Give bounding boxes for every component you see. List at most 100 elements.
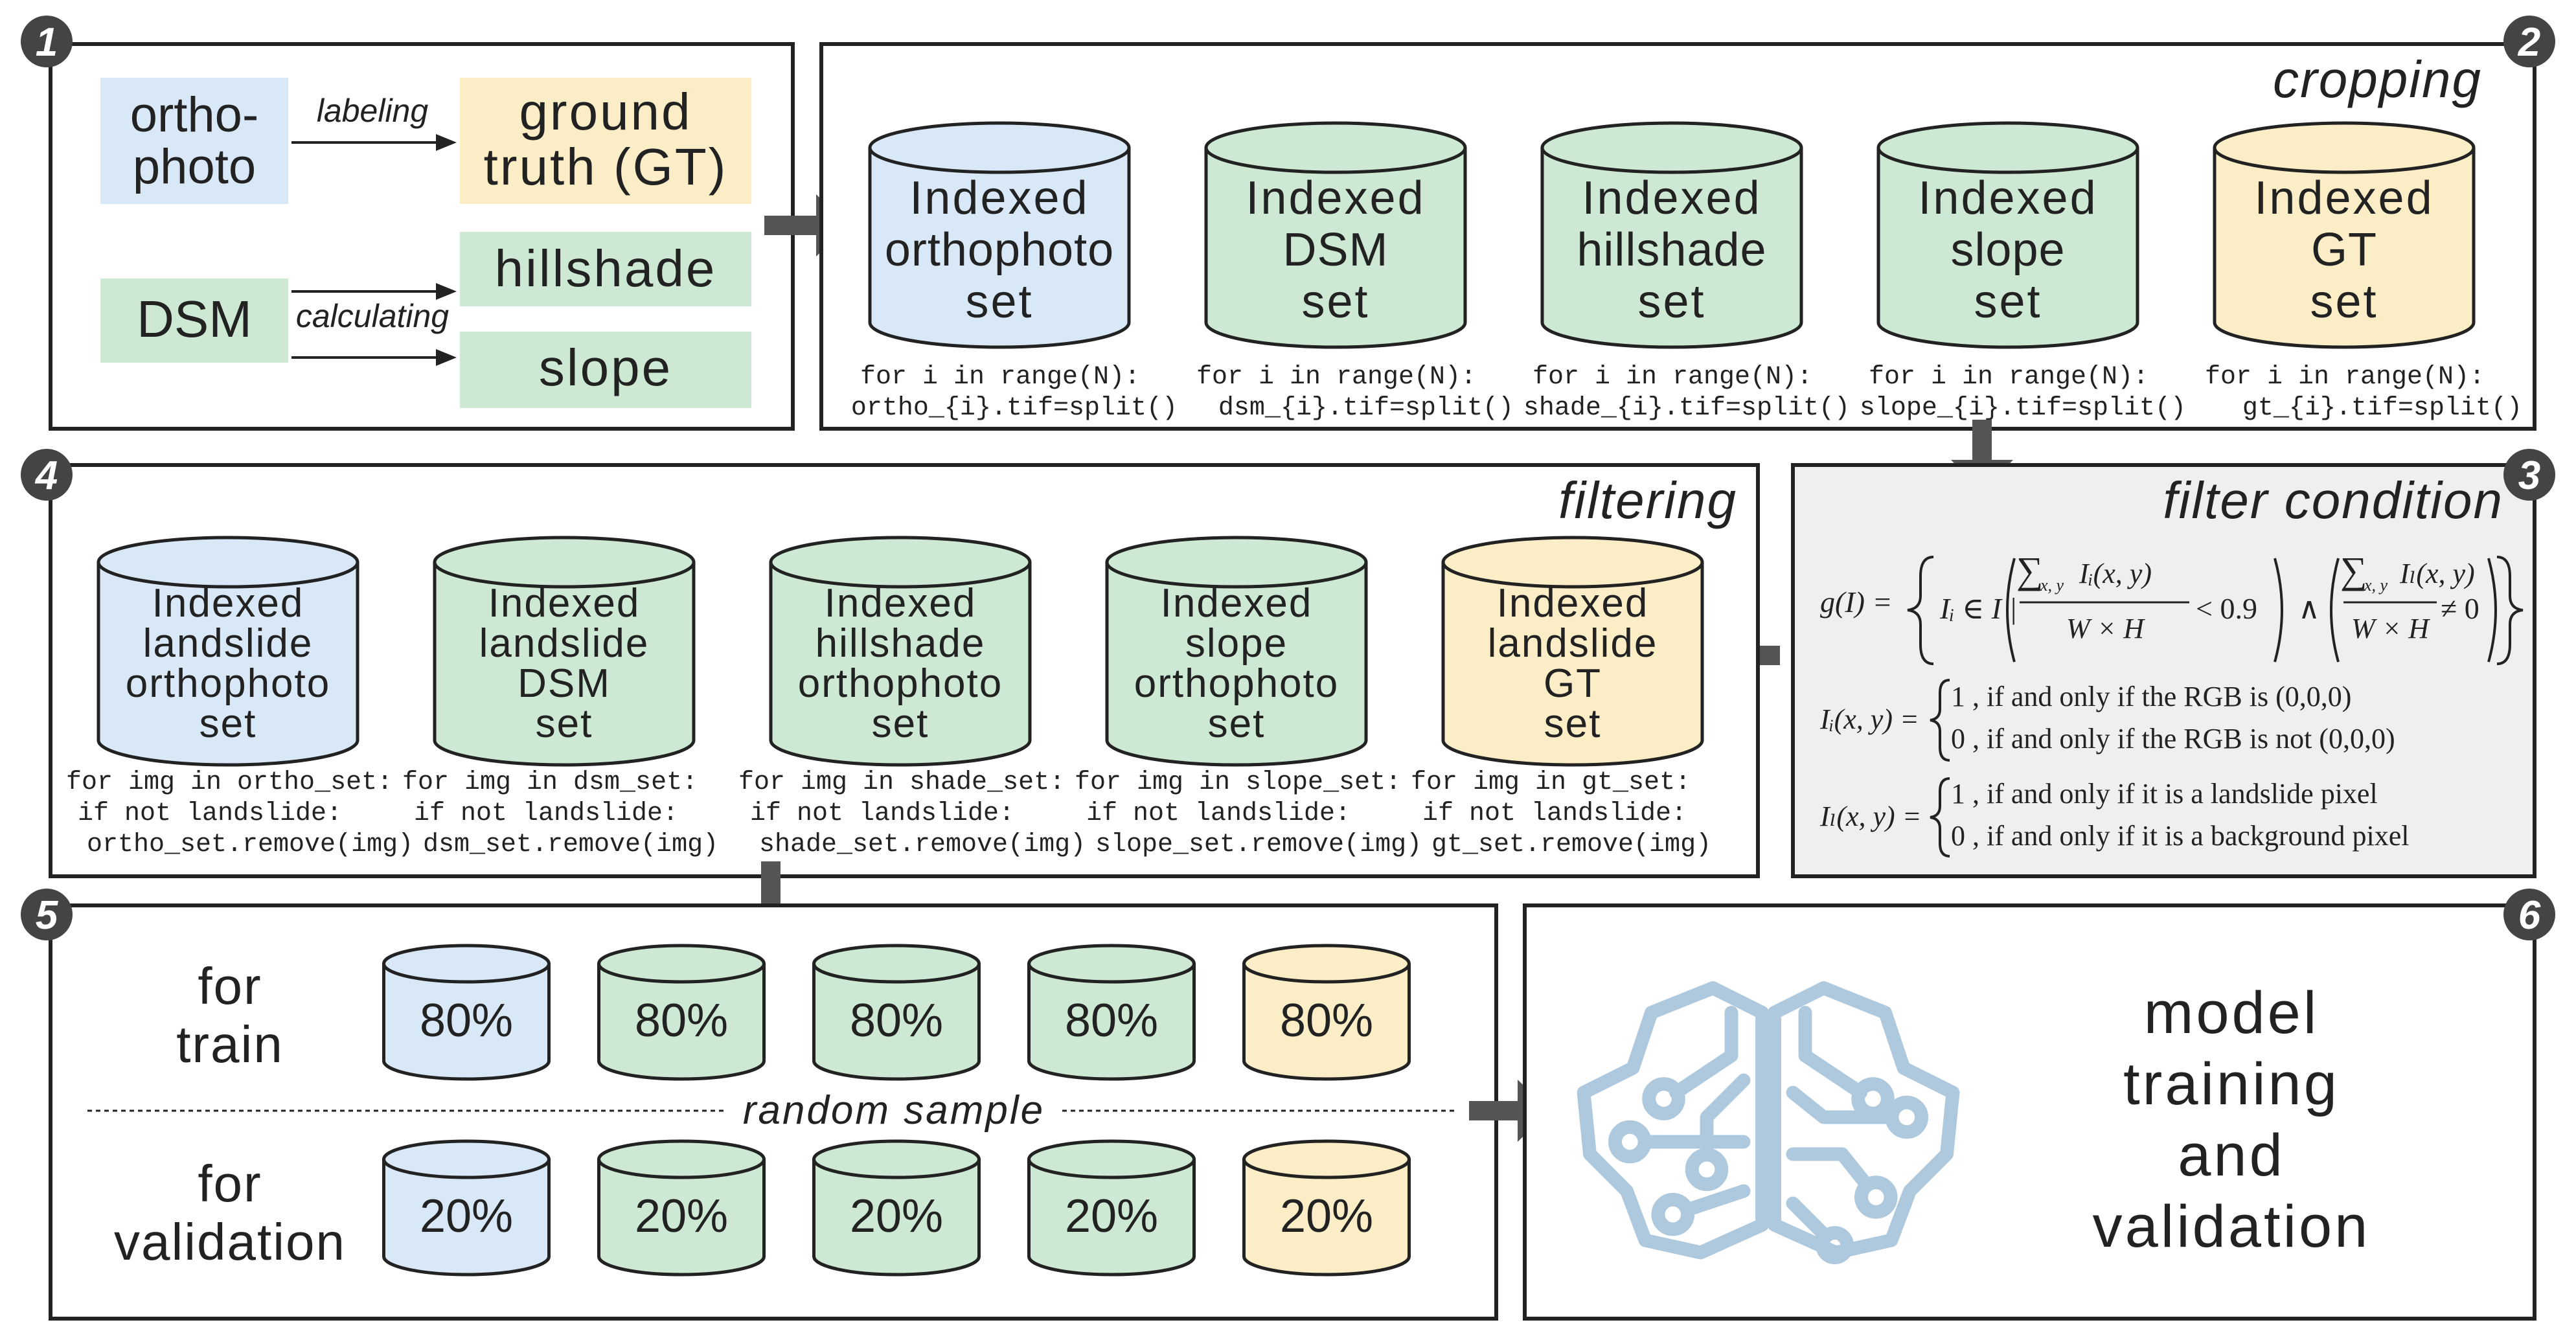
train-cylinder-1-body (382, 964, 551, 1081)
validation-cylinder-3-top (812, 1139, 981, 1179)
model-label-1: model (2144, 980, 2320, 1046)
panel-3-number-circle (2503, 449, 2555, 501)
filtering-set-3-top (769, 536, 1032, 589)
filtering-set-4-line-4: set (1208, 701, 1266, 746)
panel-3 (1791, 463, 2536, 878)
panel-4-number-circle (21, 449, 73, 501)
validation-label-1: for (198, 1155, 262, 1212)
labeling-arrow-head (436, 134, 457, 151)
eq-g-num-2: Iₗ(x, y) (2399, 558, 2475, 589)
ground-truth-label-2: truth (GT) (484, 138, 728, 196)
cropping-set-5-code-1: for i in range(N): (2205, 363, 2485, 392)
filtering-set-1-line-1: Indexed (152, 581, 304, 626)
filtering-set-5-body (1441, 562, 1704, 767)
brain-circuit-icon (1584, 988, 1953, 1258)
cropping-set-5-line-3: set (2310, 276, 2378, 328)
panel-4-number: 4 (34, 453, 58, 498)
validation-pct-2: 20% (635, 1190, 728, 1242)
eq-ii-case-2: 0 , if and only if the RGB is not (0,0,0… (1951, 723, 2395, 755)
filtering-set-5-code-3: gt_set.remove(img) (1431, 830, 1711, 859)
cropping-set-5-code-2: gt_{i}.tif=split() (2242, 394, 2522, 423)
cropping-set-4-code-2: slope_{i}.tif=split() (1860, 394, 2186, 423)
panel-5-number-circle (21, 889, 73, 940)
filtering-set-2-code-3: dsm_set.remove(img) (423, 830, 718, 859)
eq-g-ne: ≠ 0 (2441, 592, 2479, 625)
cropping-set-1-code-2: ortho_{i}.tif=split() (851, 394, 1178, 423)
eq-g-lt: < 0.9 (2196, 592, 2257, 625)
cropping-set-4-line-3: set (1974, 276, 2042, 328)
hillshade-arrow-head (436, 283, 457, 300)
panel-3-number: 3 (2518, 453, 2540, 498)
train-cylinder-3 (812, 944, 981, 1081)
cropping-set-1-line-1: Indexed (909, 172, 1089, 224)
filtering-set-2-code-2: if not landslide: (414, 799, 678, 828)
hillshade-box (460, 232, 751, 306)
train-cylinder-4-body (1027, 964, 1196, 1081)
filtering-set-5-top (1441, 536, 1704, 589)
filtering-set-5-code-2: if not landslide: (1422, 799, 1687, 828)
filtering-set-4-top (1105, 536, 1368, 589)
filtering-set-1-top (97, 536, 359, 589)
validation-cylinder-3 (812, 1139, 981, 1277)
filtering-set-2-top (433, 536, 696, 589)
validation-pct-3: 20% (850, 1190, 943, 1242)
panel-5-number: 5 (36, 893, 59, 938)
train-pct-4: 80% (1065, 995, 1158, 1047)
cropping-set-2-top (1204, 121, 1467, 174)
ground-truth-label-1: ground (519, 83, 692, 141)
eq-g-den-1: W × H (2066, 613, 2145, 644)
cropping-set-5-top (2213, 121, 2476, 174)
validation-pct-1: 20% (420, 1190, 513, 1242)
filtering-set-2-line-4: set (536, 701, 593, 746)
eq-g-den-2: W × H (2351, 613, 2430, 644)
validation-cylinder-1-body (382, 1159, 551, 1277)
eq-g-sum-1: ∑ (2016, 549, 2043, 591)
validation-cylinder-4-top (1027, 1139, 1196, 1179)
validation-cylinder-1-top (382, 1139, 551, 1179)
train-label-2: train (176, 1016, 284, 1073)
filtering-set-1-code-3: ortho_set.remove(img) (87, 830, 413, 859)
filtering-title: filtering (1558, 471, 1737, 529)
eq-g-name: g(I) = (1820, 585, 1893, 619)
eq-il-case-1: 1 , if and only if it is a landslide pix… (1951, 778, 2378, 810)
train-cylinder-2-body (597, 964, 766, 1081)
orthophoto-label-1: ortho- (130, 87, 259, 142)
filtering-set-4 (1105, 536, 1368, 767)
cropping-set-2-body (1204, 148, 1467, 349)
filtering-set-3-line-2: hillshade (815, 621, 986, 666)
cropping-set-2-line-2: DSM (1283, 224, 1389, 276)
filtering-set-2-code-1: for img in dsm_set: (402, 768, 698, 797)
slope-box (460, 332, 751, 408)
validation-cylinder-2-top (597, 1139, 766, 1179)
filtering-set-2-line-3: DSM (518, 661, 611, 706)
filtering-set-1 (97, 536, 359, 767)
panel-1-number-circle (21, 16, 73, 67)
cropping-set-2 (1204, 121, 1467, 349)
cropping-set-2-code-1: for i in range(N): (1196, 363, 1476, 392)
cropping-set-2-code-2: dsm_{i}.tif=split() (1218, 394, 1514, 423)
filtering-set-4-line-3: orthophoto (1134, 661, 1339, 706)
cropping-set-3-top (1540, 121, 1803, 174)
hillshade-label: hillshade (495, 240, 717, 297)
train-cylinder-4 (1027, 944, 1196, 1081)
orthophoto-label-2: photo (133, 139, 256, 194)
cropping-set-3-line-3: set (1637, 276, 1705, 328)
cropping-set-3-line-2: hillshade (1577, 224, 1766, 276)
cropping-set-5-line-2: GT (2311, 224, 2377, 276)
eq-g-sum-1-sub: x, y (2040, 576, 2064, 595)
cropping-set-1-top (868, 121, 1131, 174)
cropping-set-4-code-1: for i in range(N): (1869, 363, 2149, 392)
panel-2-number-circle (2503, 16, 2555, 67)
slope-arrow-head (436, 349, 457, 366)
eq-ii-case-1: 1 , if and only if the RGB is (0,0,0) (1951, 681, 2351, 712)
validation-cylinder-4 (1027, 1139, 1196, 1277)
filtering-set-1-code-1: for img in ortho_set: (66, 768, 393, 797)
panel-1-number: 1 (36, 20, 58, 65)
cropping-set-5-body (2213, 148, 2476, 349)
filtering-set-3-body (769, 562, 1032, 767)
eq-g-rbrace (2496, 556, 2524, 665)
train-cylinder-2 (597, 944, 766, 1081)
filtering-set-3-line-3: orthophoto (798, 661, 1003, 706)
filtering-set-5 (1441, 536, 1704, 767)
